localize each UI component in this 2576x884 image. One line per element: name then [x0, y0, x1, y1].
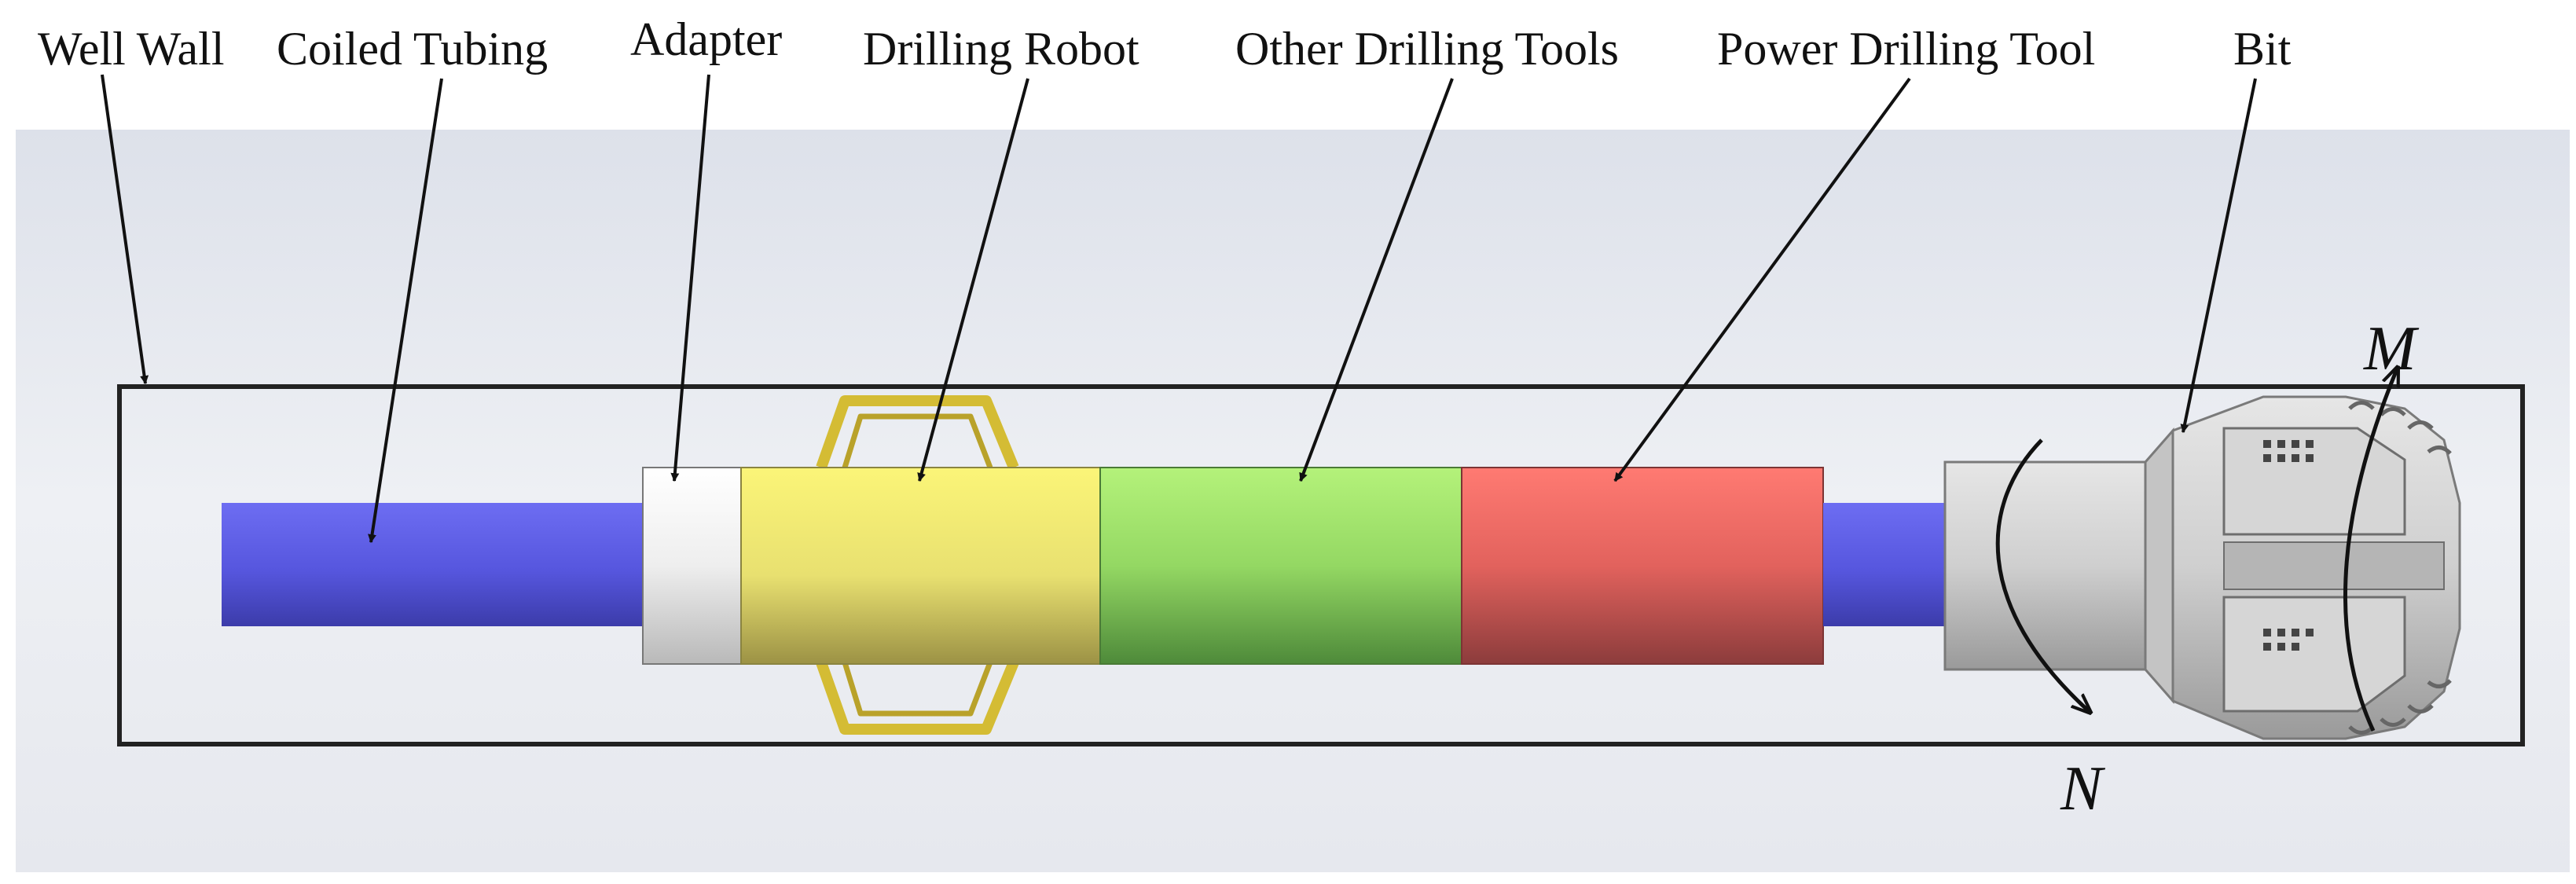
leader-bit — [2180, 78, 2257, 434]
label-coiled-tubing: Coiled Tubing — [277, 23, 548, 75]
bit-cutters — [2348, 401, 2452, 735]
power-drilling-tool-body — [1461, 467, 1824, 665]
drill-bit — [1943, 395, 2461, 740]
drilling-robot-body — [740, 467, 1101, 665]
symbol-m: M — [2363, 314, 2420, 383]
bit-center-groove — [2223, 541, 2445, 590]
label-other-drilling-tools: Other Drilling Tools — [1235, 23, 1619, 75]
leader-power-drilling-tool — [1613, 77, 1911, 482]
adapter-body — [642, 467, 742, 665]
bit-taper — [2144, 427, 2174, 704]
well-wall — [117, 384, 2525, 746]
other-drilling-tools-body — [1099, 467, 1462, 665]
leader-coiled-tubing — [368, 78, 443, 544]
leader-lines — [101, 74, 2257, 544]
leader-drilling-robot — [917, 78, 1029, 482]
label-adapter: Adapter — [630, 13, 782, 65]
label-power-drilling-tool: Power Drilling Tool — [1717, 23, 2095, 75]
robot-arm-top — [816, 395, 1019, 470]
leader-other-drilling-tools — [1299, 78, 1454, 482]
symbol-n: N — [2060, 754, 2106, 823]
robot-arm-top-inner — [842, 413, 993, 469]
bit-nozzle-dots — [2263, 440, 2314, 651]
robot-arm-bottom — [816, 660, 1019, 735]
robot-arm-bottom-inner — [842, 661, 993, 717]
robot-arms — [816, 395, 1019, 735]
leader-well-wall — [101, 74, 149, 385]
leader-adapter — [670, 74, 710, 482]
bit-shank — [1943, 460, 2147, 671]
coiled-tubing-body — [222, 503, 646, 626]
bit-blade-upper — [2222, 427, 2406, 536]
connecting-shaft — [1823, 503, 1949, 626]
rotation-arrow-n — [1995, 438, 2089, 711]
bit-blade-lower — [2222, 596, 2406, 713]
rotation-arrow-m — [2343, 369, 2397, 732]
label-bit: Bit — [2233, 23, 2292, 75]
label-drilling-robot: Drilling Robot — [863, 23, 1139, 75]
label-well-wall: Well Wall — [38, 23, 225, 75]
